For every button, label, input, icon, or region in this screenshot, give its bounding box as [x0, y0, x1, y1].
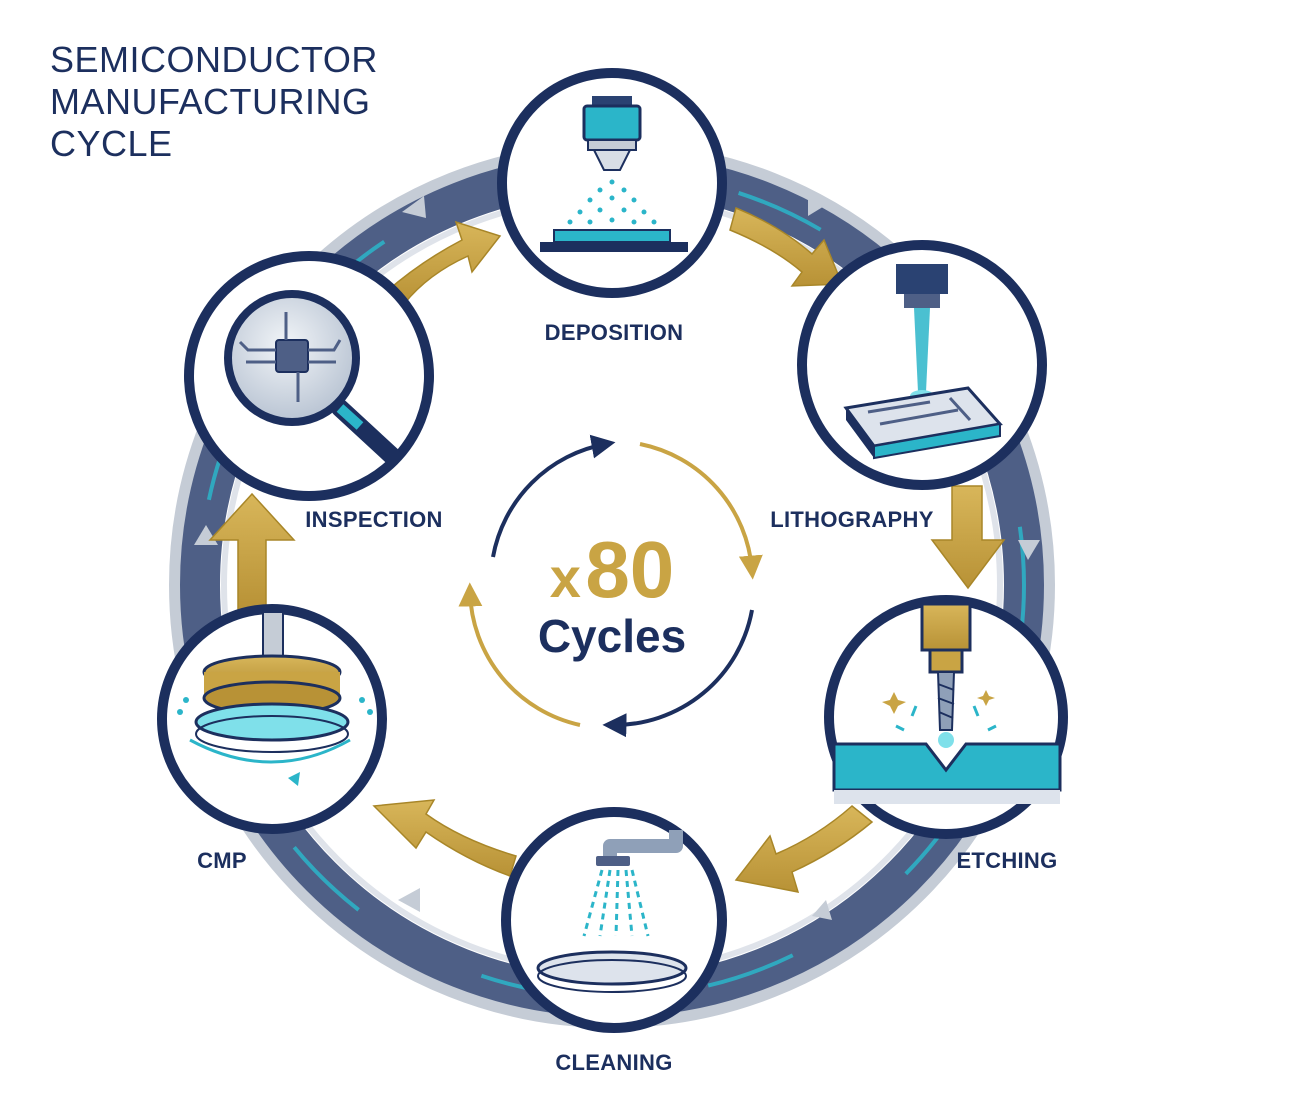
flow-arrow-cmp-to-inspection	[208, 492, 296, 611]
stage-cleaning	[501, 807, 727, 1033]
lithography-laser-icon	[843, 264, 1003, 460]
flow-arrow-inspection-to-deposition	[384, 220, 502, 306]
center-arc-navy-bottom	[602, 609, 754, 738]
flow-arrow-lithography-to-etching	[930, 485, 1006, 590]
ring-direction-arrows	[194, 194, 1040, 920]
center-arc-gold-right	[639, 442, 763, 580]
cycles-label: Cycles	[538, 610, 686, 662]
title-line-2: MANUFACTURING	[50, 81, 371, 122]
stage-cmp	[157, 604, 387, 834]
stage-label-inspection: INSPECTION	[305, 507, 442, 532]
cycle-count-number: 80	[585, 525, 674, 614]
cmp-polisher-icon	[177, 611, 373, 786]
flow-arrow-deposition-to-lithography	[729, 206, 844, 287]
cycle-count-prefix: x	[550, 546, 581, 609]
cleaning-shower-icon	[536, 830, 688, 993]
inspection-magnifier-icon	[224, 290, 401, 465]
center-cycle-indicator: x 80 Cycles	[458, 434, 763, 738]
flow-arrow-cleaning-to-cmp	[372, 799, 517, 877]
diagram-title: SEMICONDUCTOR MANUFACTURING CYCLE	[50, 39, 378, 164]
flow-arrows	[208, 206, 1006, 893]
stage-label-cmp: CMP	[197, 848, 247, 873]
deposition-nozzle-icon	[540, 96, 688, 252]
center-arc-navy-top	[491, 434, 616, 558]
flow-arrow-etching-to-cleaning	[734, 805, 874, 893]
etching-drill-icon	[832, 602, 1062, 804]
stage-label-deposition: DEPOSITION	[545, 320, 684, 345]
cycle-count: x 80	[550, 525, 675, 614]
stage-label-cleaning: CLEANING	[555, 1050, 672, 1075]
center-arc-gold-left	[458, 582, 581, 727]
stage-etching	[824, 595, 1068, 839]
title-line-1: SEMICONDUCTOR	[50, 39, 378, 80]
title-line-3: CYCLE	[50, 123, 173, 164]
stage-lithography	[797, 240, 1047, 490]
stage-deposition	[497, 68, 727, 298]
stage-inspection	[184, 251, 434, 501]
stage-label-etching: ETCHING	[956, 848, 1057, 873]
stage-label-lithography: LITHOGRAPHY	[770, 507, 933, 532]
